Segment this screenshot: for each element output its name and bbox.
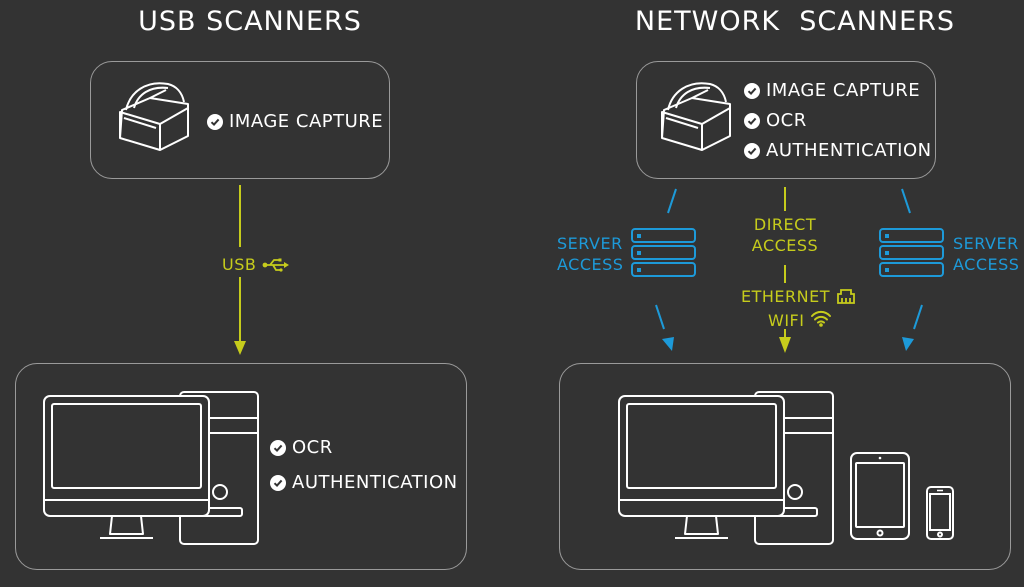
- check-circle-icon: [744, 82, 760, 99]
- server-access-right-label: SERVER ACCESS: [953, 233, 1019, 275]
- feature-label: IMAGE CAPTURE: [766, 80, 921, 101]
- server-right-arrowhead: [902, 337, 914, 351]
- server-right-line-bottom: [913, 304, 923, 330]
- usb-computer-panel: [15, 363, 467, 570]
- direct-arrowhead: [779, 337, 791, 353]
- check-circle-icon: [270, 474, 286, 491]
- network-scanner-panel: [636, 61, 936, 179]
- server-icon: [879, 228, 944, 277]
- usb-scanner-panel: [90, 61, 390, 179]
- wifi-icon: [811, 310, 831, 327]
- direct-access-line2: ACCESS: [751, 236, 819, 255]
- network-feature-image-capture: IMAGE CAPTURE: [744, 80, 920, 101]
- usb-feature-image-capture: IMAGE CAPTURE: [207, 111, 383, 132]
- server-left-line-bottom: [655, 304, 665, 330]
- feature-label: AUTHENTICATION: [292, 472, 458, 493]
- server-left-line-top: [667, 188, 677, 214]
- server-access-left-line2: ACCESS: [557, 255, 624, 274]
- network-devices-panel: [559, 363, 1011, 570]
- server-icon: [631, 228, 696, 277]
- usb-icon: [262, 258, 289, 272]
- server-access-left-line1: SERVER: [557, 234, 623, 253]
- server-left-arrowhead: [662, 337, 674, 351]
- network-feature-authentication: AUTHENTICATION: [744, 140, 932, 161]
- server-right-line-top: [901, 188, 911, 214]
- direct-access-label: DIRECT ACCESS: [735, 214, 835, 256]
- scanner-icon: [119, 82, 189, 151]
- server-access-right-line2: ACCESS: [953, 255, 1020, 274]
- check-circle-icon: [207, 113, 223, 130]
- phone-icon: [926, 486, 954, 540]
- ethernet-label: ETHERNET: [741, 287, 830, 306]
- check-circle-icon: [744, 142, 760, 159]
- feature-label: IMAGE CAPTURE: [229, 111, 384, 132]
- desktop-computer-icon: [43, 391, 259, 545]
- direct-access-line1: DIRECT: [753, 215, 817, 234]
- feature-label: OCR: [292, 437, 333, 458]
- tablet-icon: [850, 452, 910, 540]
- usb-label: USB: [222, 255, 257, 274]
- check-circle-icon: [744, 112, 760, 129]
- usb-feature-ocr: OCR: [270, 437, 333, 458]
- wifi-label: WIFI: [768, 311, 805, 330]
- server-access-left-label: SERVER ACCESS: [557, 233, 623, 275]
- usb-connection-arrow: [234, 185, 246, 355]
- network-scanners-title: NETWORK SCANNERS: [634, 6, 956, 37]
- network-connections: [655, 187, 923, 353]
- check-circle-icon: [270, 439, 286, 456]
- scanner-icon: [661, 82, 731, 151]
- feature-label: OCR: [766, 110, 807, 131]
- network-feature-ocr: OCR: [744, 110, 807, 131]
- ethernet-icon: [837, 289, 855, 304]
- usb-feature-authentication: AUTHENTICATION: [270, 472, 458, 493]
- server-access-right-line1: SERVER: [953, 234, 1019, 253]
- feature-label: AUTHENTICATION: [766, 140, 932, 161]
- desktop-computer-icon: [618, 391, 834, 545]
- usb-scanners-title: USB SCANNERS: [138, 6, 362, 37]
